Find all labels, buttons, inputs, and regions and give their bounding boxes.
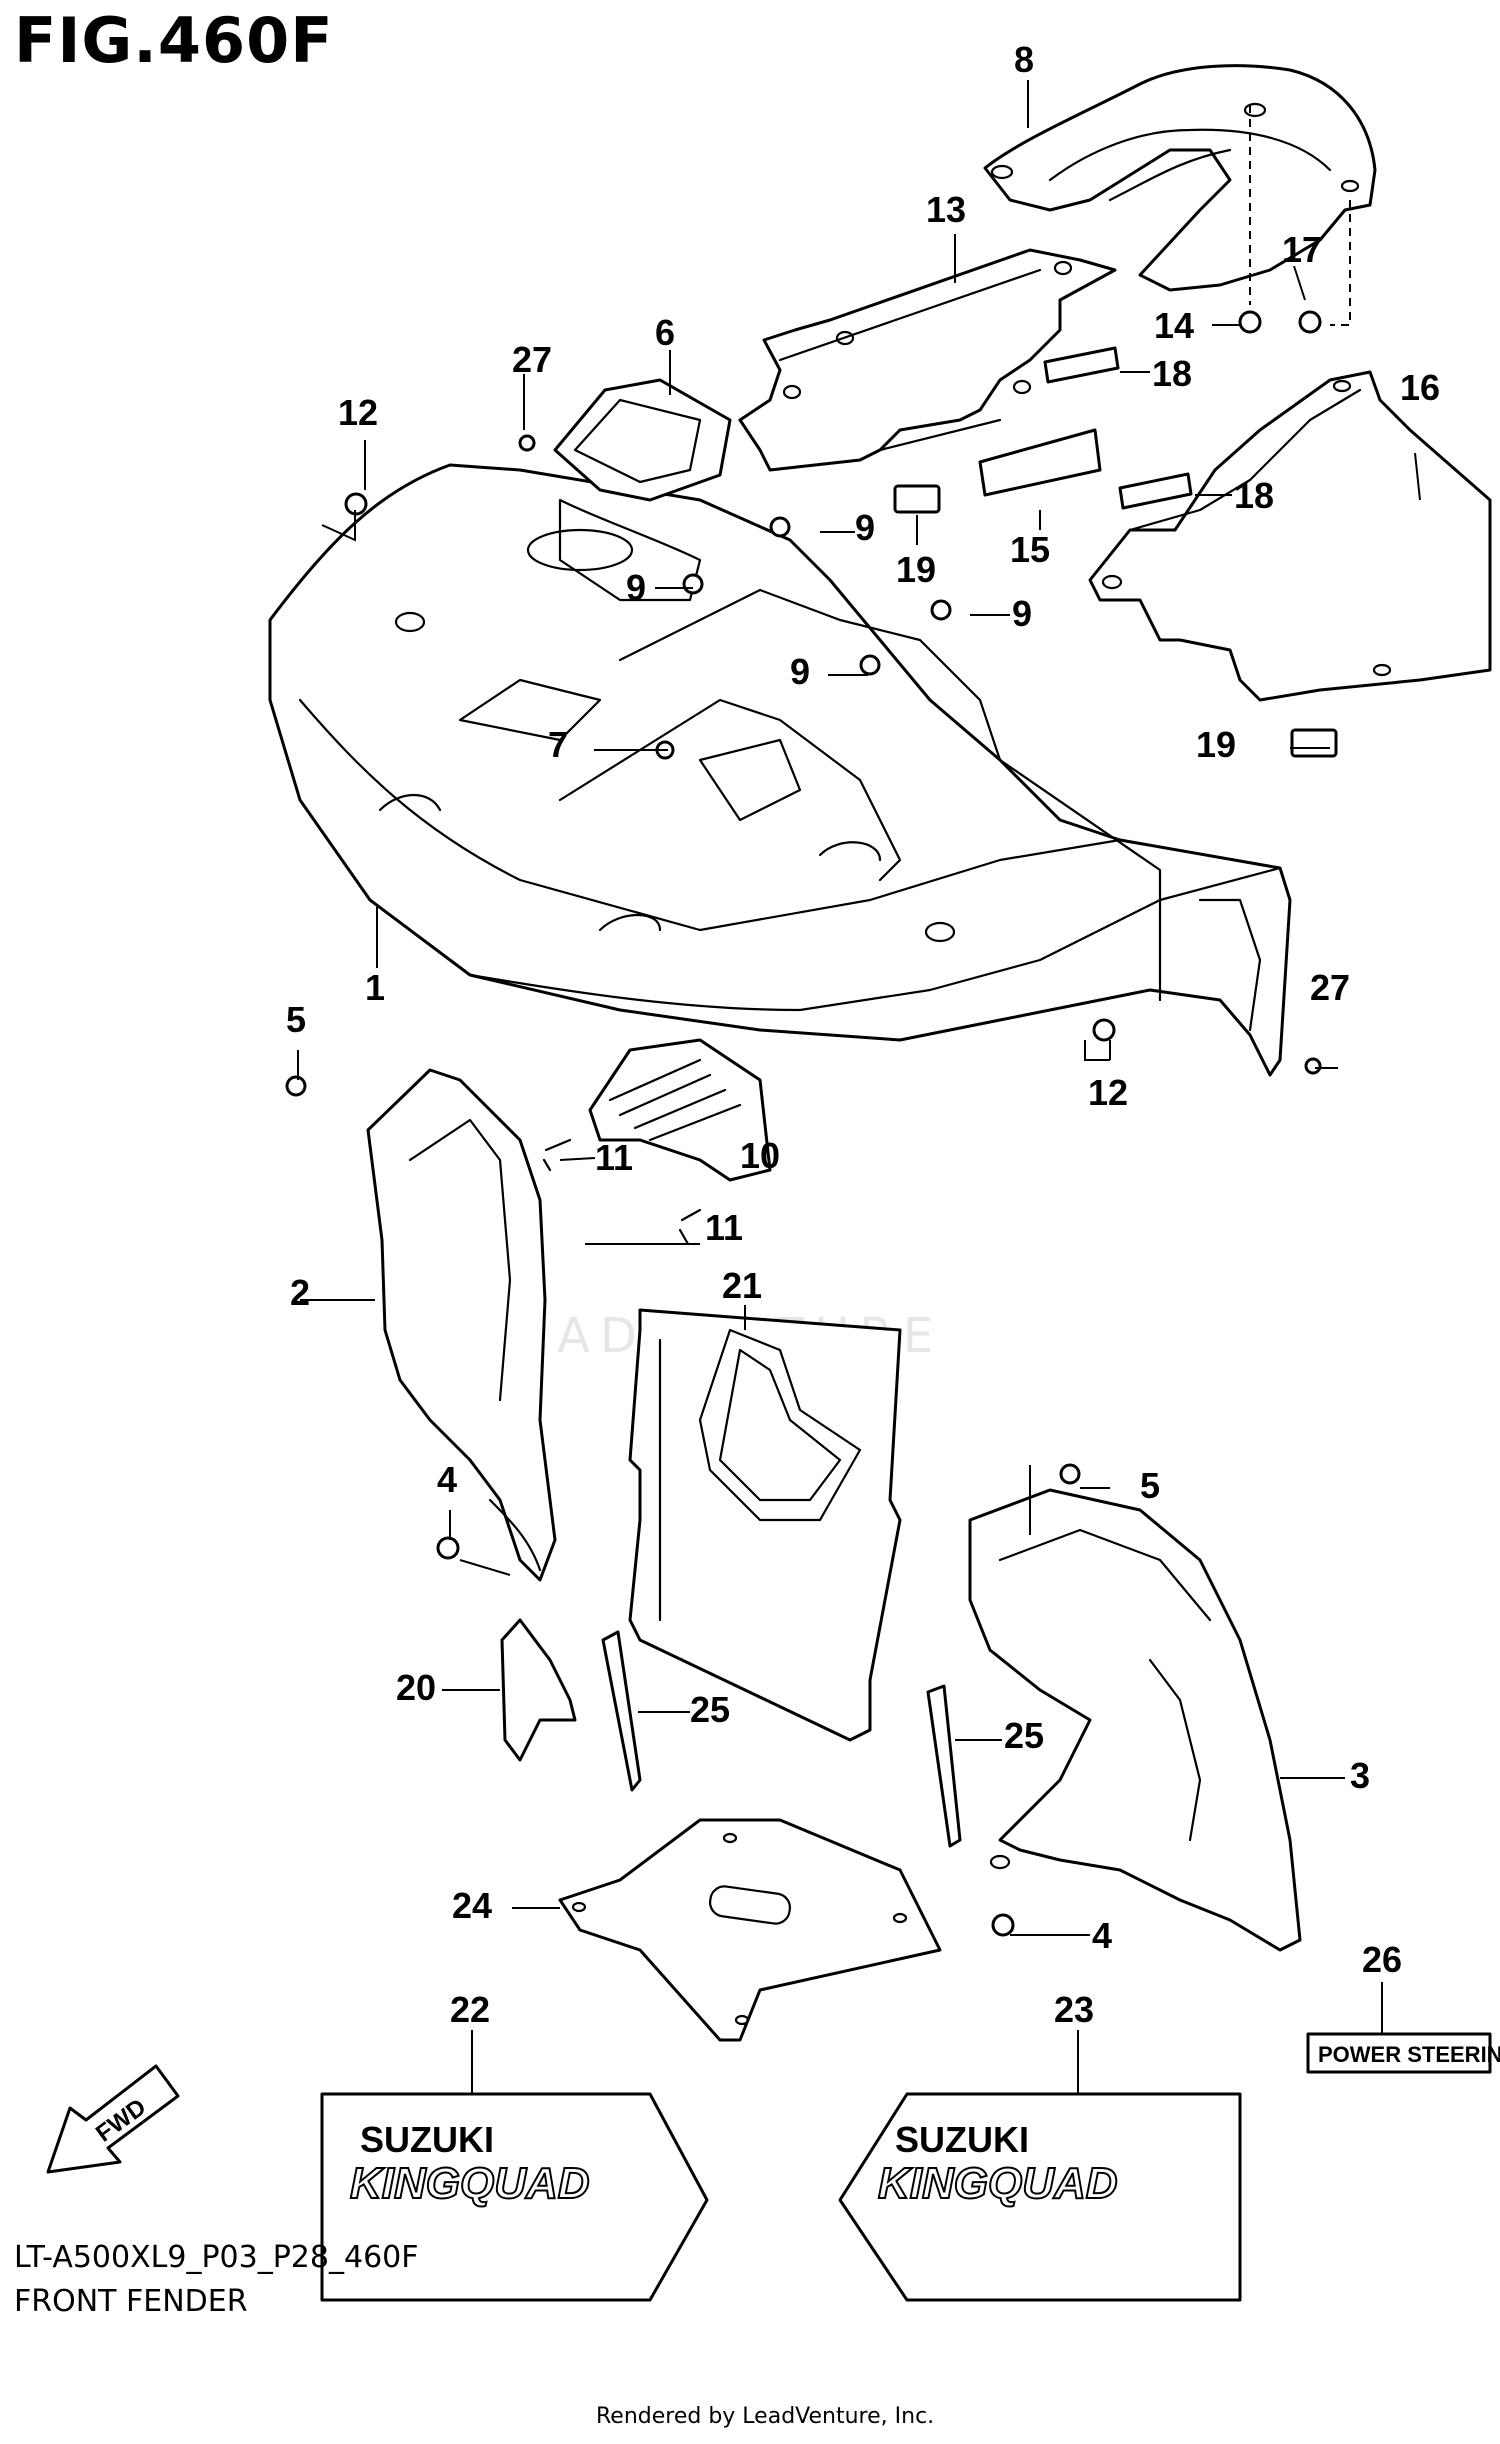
callout-label: 7: [548, 724, 568, 765]
callout-label: 26: [1362, 1939, 1402, 1980]
callout-label: 25: [690, 1689, 730, 1730]
center-panel-part-21: [628, 1308, 902, 1742]
top-cover-part-8: [983, 64, 1377, 292]
callout-label: 22: [450, 1989, 490, 2030]
strip-part-15: [978, 428, 1102, 497]
callout-label: 3: [1350, 1755, 1370, 1796]
callout-label: 6: [655, 312, 675, 353]
callout-label: 2: [290, 1272, 310, 1313]
callout-label: 19: [896, 549, 936, 590]
decal-brand-text: SUZUKI: [895, 2119, 1029, 2160]
callout-label: 23: [1054, 1989, 1094, 2030]
callout-label: 1: [365, 967, 385, 1008]
callout-label: 9: [855, 507, 875, 548]
callout-label: 18: [1234, 475, 1274, 516]
right-panel-part-3: [968, 1488, 1302, 1952]
callout-label: 17: [1282, 229, 1322, 270]
callout-label: 13: [926, 189, 966, 230]
callout-label: 9: [1012, 593, 1032, 634]
callout-label: 27: [1310, 967, 1350, 1008]
callout-label: 9: [626, 567, 646, 608]
callout-label: 10: [740, 1135, 780, 1176]
callout-label: 27: [512, 339, 552, 380]
callout-label: 8: [1014, 39, 1034, 80]
side-guard-part-16: [1088, 370, 1492, 702]
callout-label: 9: [790, 651, 810, 692]
callout-label: 15: [1010, 529, 1050, 570]
callout-label: 21: [722, 1265, 762, 1306]
decal-part-23: SUZUKI KINGQUAD: [838, 2092, 1242, 2302]
decal-brand-text: SUZUKI: [360, 2119, 494, 2160]
decal-model-text: KINGQUAD: [350, 2159, 590, 2208]
decal-model-text: KINGQUAD: [878, 2159, 1118, 2208]
cushion-part-19: [1290, 728, 1338, 758]
cable-tie-part-25: [926, 1684, 962, 1848]
callout-label: 18: [1152, 353, 1192, 394]
cap-part-6: [553, 378, 732, 502]
cable-tie-part-25: [601, 1630, 642, 1792]
callout-label: 14: [1154, 305, 1194, 346]
badge-part-26: POWER STEERING: [1306, 2032, 1500, 2074]
render-credit: Rendered by LeadVenture, Inc.: [596, 2404, 935, 2429]
grille-part-10: [588, 1038, 772, 1182]
callout-label: 20: [396, 1667, 436, 1708]
callout-label: 11: [595, 1137, 633, 1178]
fasteners: [285, 310, 1322, 1937]
cushion-part-19: [893, 484, 941, 514]
callout-label: 25: [1004, 1715, 1044, 1756]
callout-label: 4: [1092, 1915, 1112, 1956]
decal-part-22: SUZUKI KINGQUAD: [320, 2092, 709, 2302]
callout-label: 5: [286, 999, 306, 1040]
badge-text: POWER STEERING: [1318, 2042, 1500, 2067]
callout-label: 16: [1400, 367, 1440, 408]
bracket-part-13: [738, 248, 1117, 472]
figure-title: FIG.460F: [14, 4, 334, 77]
callout-label: 19: [1196, 724, 1236, 765]
pad-part-18: [1043, 346, 1120, 384]
fwd-arrow-icon: FWD: [46, 2064, 180, 2174]
callout-label: 5: [1140, 1465, 1160, 1506]
model-code: LT-A500XL9_P03_P28_460F: [14, 2240, 419, 2275]
callout-label: 12: [1088, 1072, 1128, 1113]
callout-labels: 1 2 3 4 4 5 5 6 7 8 9 9 9 9 10 11 11 12 …: [286, 39, 1440, 2030]
callout-label: 12: [338, 392, 378, 433]
figure-name: FRONT FENDER: [14, 2284, 248, 2319]
callout-label: 11: [705, 1207, 743, 1248]
leader-lines: [297, 80, 1421, 2094]
callout-label: 24: [452, 1885, 492, 1926]
small-bracket-part-20: [500, 1618, 577, 1762]
skid-plate-part-24: [558, 1818, 942, 2042]
callout-label: 4: [437, 1459, 457, 1500]
pad-part-18: [1118, 472, 1193, 510]
left-panel-part-2: [366, 1068, 557, 1582]
